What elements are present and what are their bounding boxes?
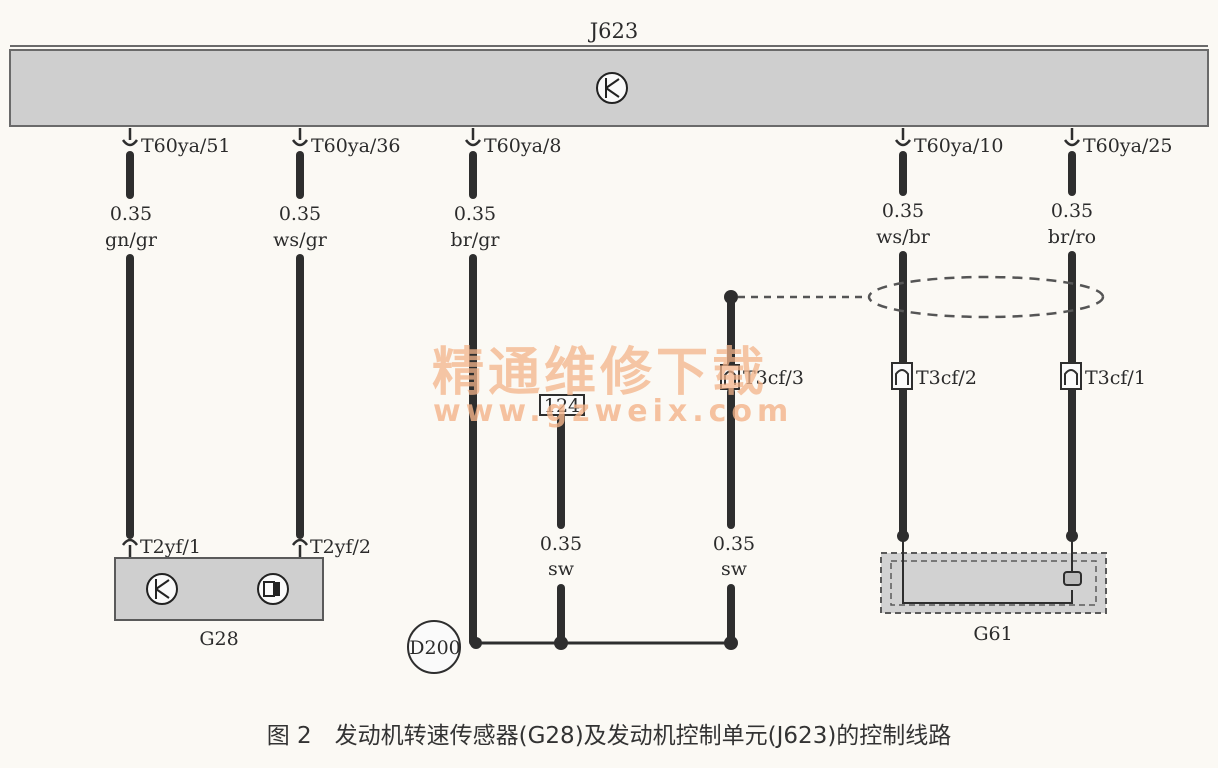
wire-color-label: sw [721, 558, 748, 580]
g28-pin2-label: T2yf/2 [310, 536, 371, 558]
g28-pin1-label: T2yf/1 [140, 536, 201, 558]
g61-label: G61 [973, 623, 1012, 645]
figure-caption: 图 2 发动机转速传感器(G28)及发动机控制单元(J623)的控制线路 [266, 723, 952, 749]
wire-color-label: sw [548, 558, 575, 580]
shield-ellipse [867, 275, 1105, 319]
shield-junction-dot [724, 290, 738, 304]
splice-label: 124 [544, 395, 580, 417]
wire-size-label: 0.35 [279, 203, 321, 225]
control-unit-label: J623 [588, 19, 639, 43]
ground-junction-dot [554, 636, 568, 650]
wire-size-label: 0.35 [110, 203, 152, 225]
ground-junction-dot [724, 636, 738, 650]
pin-label-t60ya-10: T60ya/10 [914, 135, 1004, 157]
connector-label-t3cf-1: T3cf/1 [1085, 367, 1146, 389]
wire-color-label: gn/gr [105, 229, 158, 251]
watermark-text: 精通维修下载 [432, 343, 768, 403]
ground-label: D200 [409, 637, 461, 659]
transistor-symbol-icon [146, 573, 178, 605]
transistor-symbol-icon [596, 72, 628, 104]
wire-color-label: br/gr [451, 229, 501, 251]
splice-box-124 [539, 394, 585, 416]
wire-size-label: 0.35 [1051, 200, 1093, 222]
ground-point-d200 [407, 620, 461, 674]
wire-color-label: br/ro [1048, 226, 1096, 248]
g28-label: G28 [199, 628, 238, 650]
wire-size-label: 0.35 [882, 200, 924, 222]
connector-label-t3cf-3: T3cf/3 [743, 367, 804, 389]
pin-label-t60ya-51: T60ya/51 [141, 135, 231, 157]
wire-size-label: 0.35 [454, 203, 496, 225]
pin-label-t60ya-25: T60ya/25 [1083, 135, 1173, 157]
wire-color-label: ws/br [876, 226, 931, 248]
g28-pin-marks [121, 538, 309, 558]
pin-marks [121, 128, 1081, 147]
pin-label-t60ya-8: T60ya/8 [484, 135, 561, 157]
connector-label-t3cf-2: T3cf/2 [916, 367, 977, 389]
watermark-url: www.gzweix.com [433, 394, 793, 429]
pin-label-t60ya-36: T60ya/36 [311, 135, 401, 157]
wire-size-label: 0.35 [713, 533, 755, 555]
sensor-symbol-icon [257, 573, 289, 605]
ground-junction-dot [470, 637, 482, 649]
wire-size-label: 0.35 [540, 533, 582, 555]
g61-terminal-icon [1063, 571, 1082, 586]
wire-color-label: ws/gr [273, 229, 328, 251]
